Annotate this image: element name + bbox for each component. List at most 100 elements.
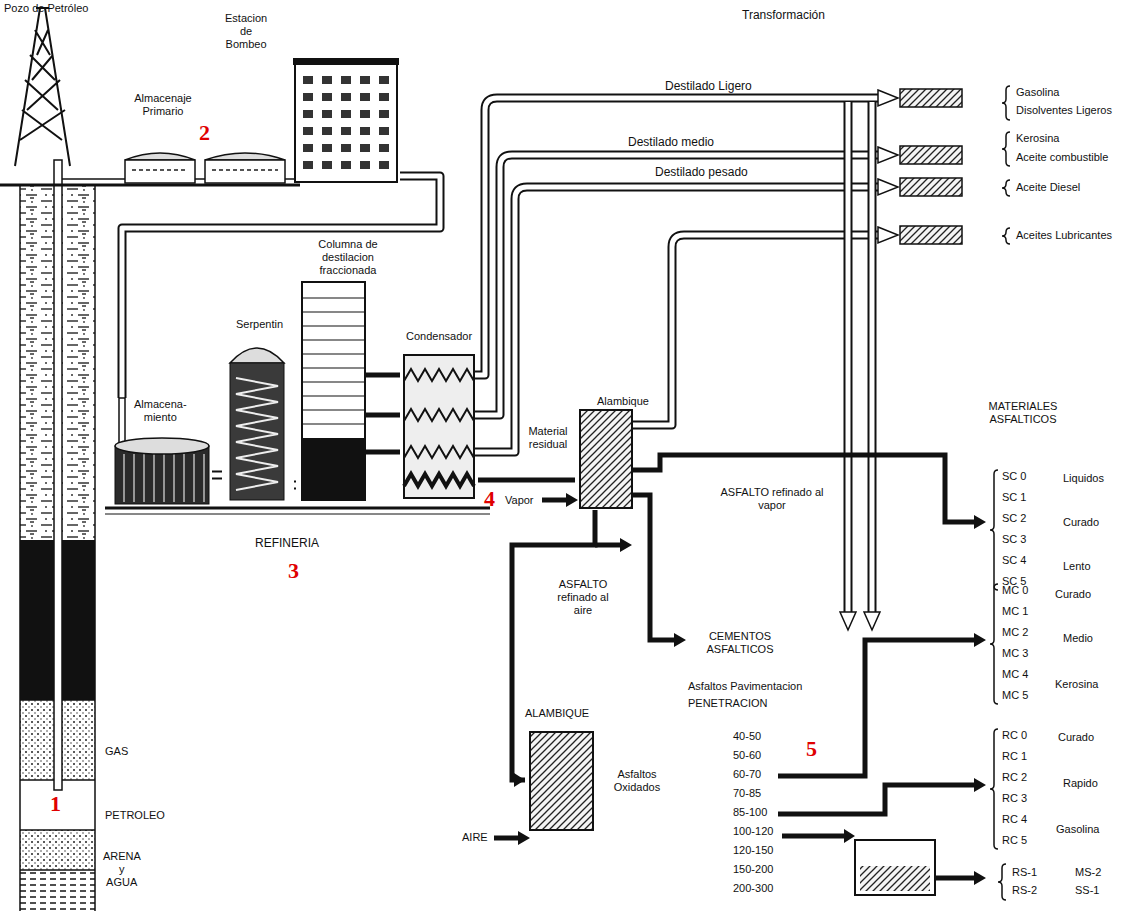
label: Gasolina	[1056, 823, 1099, 836]
equipment-drawing	[404, 355, 474, 498]
label: ASFALTO refinado al aire	[548, 578, 618, 618]
oil-well	[20, 830, 95, 870]
equipment: Columna de destilacion fraccionada	[296, 238, 402, 502]
label: 40-50	[733, 730, 761, 743]
distillate-pipes	[474, 187, 878, 452]
transformation-units	[900, 178, 962, 196]
distillate-pipes	[870, 102, 875, 612]
label: Disolventes Ligeros	[1016, 104, 1112, 117]
equipment-drawing	[302, 423, 365, 424]
label: 200-300	[733, 882, 773, 895]
label: MATERIALES ASFALTICOS	[968, 400, 1078, 426]
brace	[1002, 86, 1010, 120]
equipment-drawing	[322, 161, 332, 169]
label: RC 2	[1002, 771, 1027, 784]
oil-well	[54, 160, 62, 790]
label: Pozo de Petróleo	[4, 2, 88, 15]
pipe-connector	[212, 475, 222, 476]
equipment-drawing	[302, 339, 365, 340]
callout-number: 5	[806, 738, 817, 760]
equipment-label: Estacion de Bombeo	[225, 12, 267, 52]
label: ASFALTO refinado al vapor	[716, 486, 828, 512]
label: RC 4	[1002, 813, 1027, 826]
asphalt-flow-lines	[935, 876, 976, 881]
label: SS-1	[1075, 884, 1099, 897]
brace	[1002, 180, 1010, 196]
distillate-pipes	[474, 90, 898, 630]
equipment-label: Serpentin	[236, 318, 283, 331]
primary-storage-tanks	[205, 160, 285, 183]
asphalt-flow-lines	[542, 498, 568, 503]
equipment-drawing	[302, 311, 365, 312]
rapid-setting-tank	[855, 840, 935, 895]
equipment-drawing	[303, 144, 313, 152]
distillate-pipes	[846, 102, 851, 612]
label: SC 1	[1002, 491, 1026, 504]
asphalt-flow-lines	[494, 455, 986, 885]
equipment: Alambique	[575, 395, 657, 510]
label: RS-2	[1012, 884, 1037, 897]
equipment-drawing	[225, 12, 400, 184]
equipment-drawing	[360, 127, 370, 135]
distillate-pipes	[844, 102, 853, 612]
equipment-drawing	[302, 325, 365, 326]
label: PETROLEO	[105, 809, 165, 822]
label: Destilado Ligero	[665, 79, 752, 93]
equipment-drawing	[379, 127, 389, 135]
equipment-drawing	[525, 707, 600, 832]
label: 70-85	[733, 787, 761, 800]
refinery-ground	[105, 507, 490, 510]
callout-number: 1	[50, 793, 61, 815]
oil-well	[15, 8, 70, 166]
equipment-drawing	[360, 161, 370, 169]
equipment-drawing	[236, 378, 278, 490]
flow-arrow	[478, 478, 575, 483]
equipment-drawing	[379, 144, 389, 152]
equipment-drawing	[153, 454, 155, 502]
equipment-drawing	[302, 282, 365, 500]
equipment-drawing	[173, 454, 175, 502]
flow-arrow	[478, 480, 575, 481]
equipment-drawing	[302, 438, 365, 500]
distillate-pipes	[632, 235, 878, 425]
rapid-setting-tank	[855, 840, 935, 895]
distillate-pipes	[474, 187, 878, 452]
equipment-drawing	[404, 369, 474, 381]
equipment-drawing	[193, 454, 195, 502]
label: Destilado pesado	[655, 165, 748, 179]
oil-well	[0, 184, 300, 187]
equipment-drawing	[530, 732, 593, 830]
equipment-drawing	[360, 144, 370, 152]
equipment-drawing	[322, 93, 332, 101]
equipment-drawing	[322, 127, 332, 135]
label: Medio	[1063, 632, 1093, 645]
callout-number: 2	[199, 122, 210, 144]
label: 150-200	[733, 863, 773, 876]
primary-storage-tanks	[125, 153, 285, 160]
equipment-drawing	[365, 450, 400, 455]
equipment-drawing	[360, 93, 370, 101]
refinery-ground	[105, 514, 490, 515]
label: 85-100	[733, 806, 767, 819]
equipment-drawing	[163, 454, 165, 502]
label: GAS	[105, 745, 128, 758]
label: RS-1	[1012, 866, 1037, 879]
distillate-pipes	[840, 90, 898, 630]
flow-arrow	[514, 773, 525, 787]
equipment-drawing	[341, 93, 351, 101]
equipment-drawing	[341, 76, 351, 84]
label: Destilado medio	[628, 135, 714, 149]
label: RC 1	[1002, 750, 1027, 763]
equipment-drawing	[119, 398, 125, 443]
label: Transformación	[742, 8, 825, 22]
transformation-units	[900, 146, 962, 164]
brace	[1002, 228, 1010, 244]
label: MS-2	[1075, 866, 1101, 879]
pipe-connector	[212, 473, 222, 478]
brace	[1002, 132, 1010, 166]
equipment-drawing	[580, 410, 632, 508]
label: Vapor	[505, 494, 534, 507]
label: MC 5	[1002, 689, 1028, 702]
equipment: Serpentin	[222, 318, 294, 503]
equipment-drawing	[360, 76, 370, 84]
